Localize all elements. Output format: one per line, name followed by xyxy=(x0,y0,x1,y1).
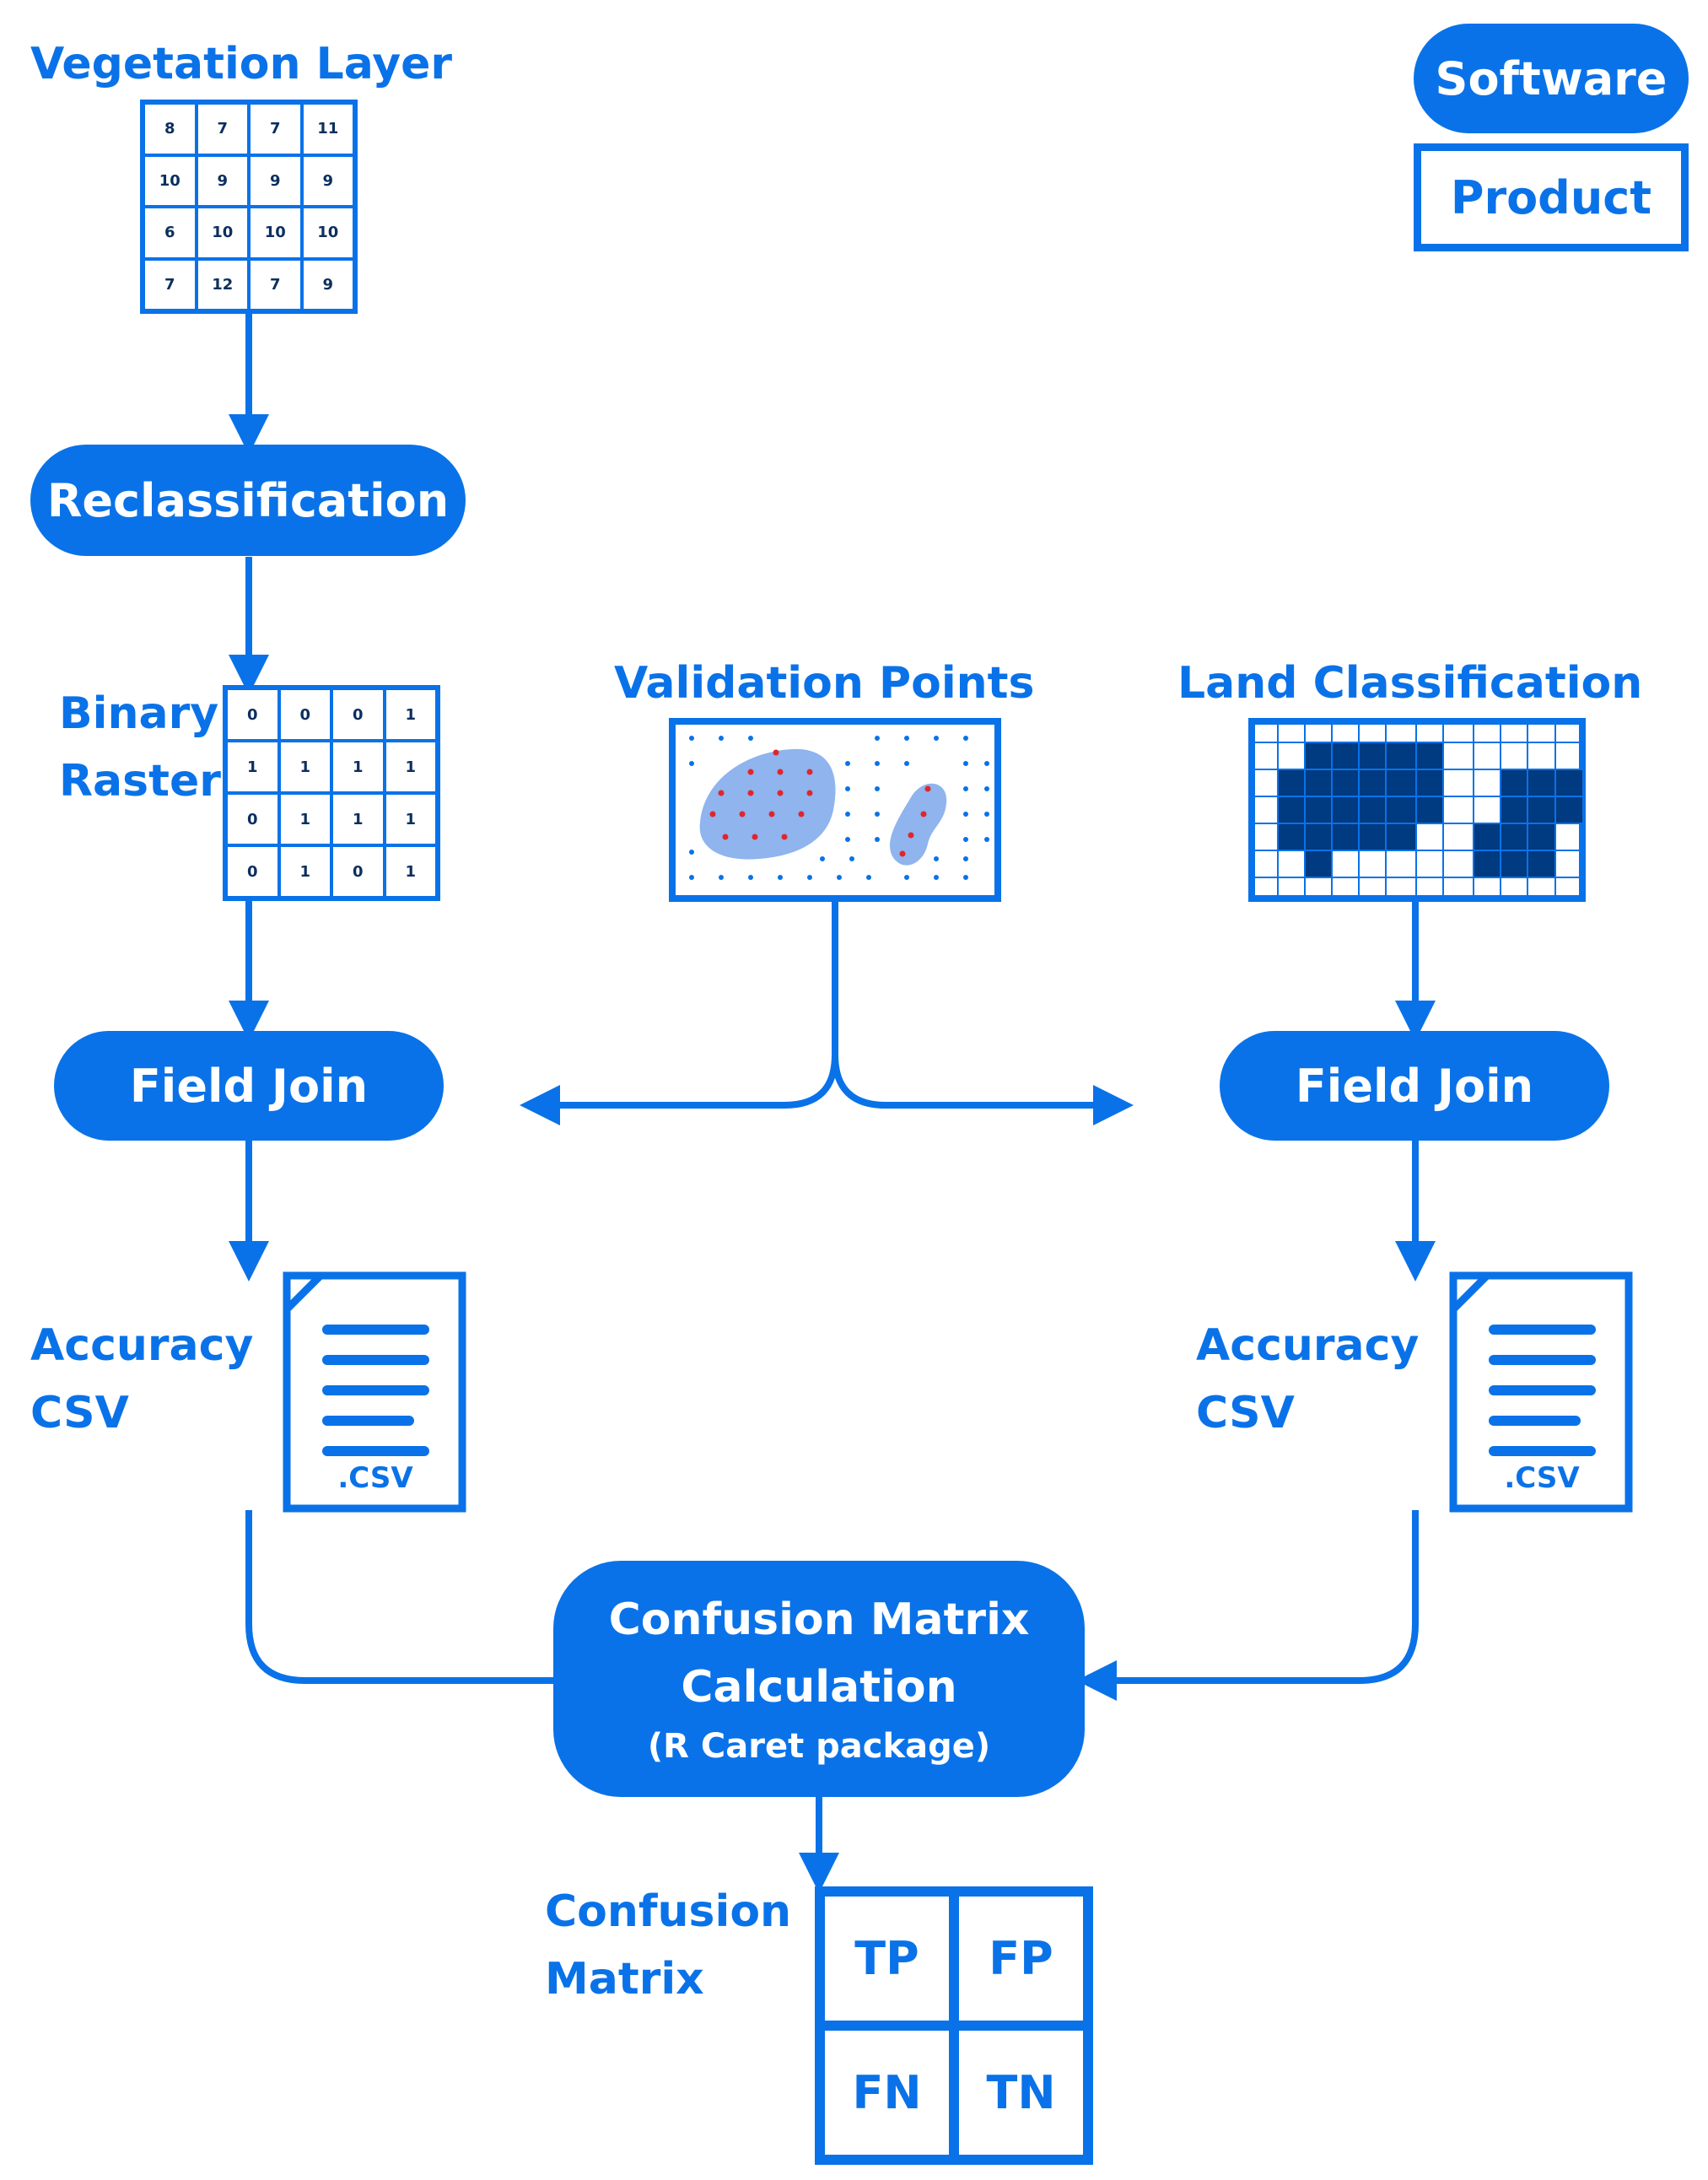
vegetation-cell: 9 xyxy=(249,154,302,207)
calc-label-line3: (R Caret package) xyxy=(647,1727,991,1766)
accuracy-csv-left-line2: CSV xyxy=(30,1388,129,1438)
binary-cell: 0 xyxy=(278,688,331,741)
vegetation-cell: 10 xyxy=(249,207,302,259)
accuracy-csv-right-line2: CSV xyxy=(1196,1388,1295,1438)
reclassification-label: Reclassification xyxy=(46,473,450,527)
vegetation-cell: 10 xyxy=(196,207,249,259)
binary-cell: 1 xyxy=(278,741,331,793)
legend-product-box: Product xyxy=(1414,143,1689,251)
field-join-right-label: Field Join xyxy=(1295,1059,1534,1113)
binary-raster-title-line2: Raster xyxy=(59,756,221,807)
vegetation-cell: 7 xyxy=(196,103,249,155)
binary-cell: 1 xyxy=(226,741,279,793)
binary-cell: 1 xyxy=(331,793,385,845)
confusion-matrix-title-line1: Confusion xyxy=(545,1886,792,1937)
vegetation-cell: 7 xyxy=(249,258,302,310)
binary-raster-title-line1: Binary xyxy=(59,688,219,739)
binary-cell: 0 xyxy=(226,793,279,845)
vegetation-cell: 8 xyxy=(143,103,197,155)
field-join-left-node: Field Join xyxy=(54,1031,444,1141)
arrow-validation-to-left xyxy=(520,901,838,1125)
binary-cell: 1 xyxy=(384,688,437,741)
binary-cell: 1 xyxy=(278,845,331,898)
legend-software-label: Software xyxy=(1435,51,1668,105)
confusion-matrix-cell: FP xyxy=(954,1891,1088,2026)
calc-label-line2: Calculation xyxy=(681,1662,957,1713)
confusion-matrix-title-line2: Matrix xyxy=(545,1954,704,2005)
confusion-matrix-cell: TP xyxy=(820,1891,954,2026)
binary-cell: 0 xyxy=(331,688,385,741)
vegetation-cell: 7 xyxy=(249,103,302,155)
reclassification-node: Reclassification xyxy=(30,445,466,556)
arrow-csv-right-to-calc xyxy=(1076,1510,1419,1701)
legend-product-label: Product xyxy=(1450,170,1652,224)
arrow-validation-to-right xyxy=(832,1054,1134,1125)
vegetation-cell: 9 xyxy=(301,258,354,310)
legend-software-pill: Software xyxy=(1414,24,1689,133)
validation-points-map xyxy=(669,718,1001,902)
binary-cell: 1 xyxy=(384,741,437,793)
vegetation-cell: 11 xyxy=(301,103,354,155)
csv-ext-left: .CSV xyxy=(337,1461,413,1495)
vegetation-cell: 9 xyxy=(196,154,249,207)
binary-cell: 1 xyxy=(384,793,437,845)
csv-ext-right: .CSV xyxy=(1504,1461,1580,1495)
binary-cell: 1 xyxy=(331,741,385,793)
binary-cell: 1 xyxy=(278,793,331,845)
vegetation-cell: 10 xyxy=(301,207,354,259)
vegetation-cell: 6 xyxy=(143,207,197,259)
csv-file-icon-right xyxy=(1449,1271,1633,1513)
binary-cell: 0 xyxy=(226,688,279,741)
field-join-left-label: Field Join xyxy=(129,1059,369,1113)
vegetation-cell: 9 xyxy=(301,154,354,207)
vegetation-cell: 7 xyxy=(143,258,197,310)
connector-csv-left-to-calc xyxy=(245,1510,558,1684)
validation-points-title: Validation Points xyxy=(614,658,1035,709)
calc-label-line1: Confusion Matrix xyxy=(608,1595,1030,1645)
confusion-matrix-cell: TN xyxy=(954,2026,1088,2160)
vegetation-layer-title: Vegetation Layer xyxy=(30,39,453,89)
field-join-right-node: Field Join xyxy=(1220,1031,1609,1141)
binary-cell: 0 xyxy=(331,845,385,898)
land-classification-title: Land Classification xyxy=(1177,658,1643,709)
csv-file-icon-left xyxy=(283,1271,466,1513)
confusion-matrix-cell: FN xyxy=(820,2026,954,2160)
binary-cell: 1 xyxy=(384,845,437,898)
accuracy-csv-right-line1: Accuracy xyxy=(1196,1320,1420,1371)
vegetation-cell: 10 xyxy=(143,154,197,207)
land-classification-map xyxy=(1248,718,1586,902)
vegetation-cell: 12 xyxy=(196,258,249,310)
binary-cell: 0 xyxy=(226,845,279,898)
accuracy-csv-left-line1: Accuracy xyxy=(30,1320,254,1371)
confusion-matrix-calculation-node: Confusion Matrix Calculation (R Caret pa… xyxy=(553,1561,1085,1797)
